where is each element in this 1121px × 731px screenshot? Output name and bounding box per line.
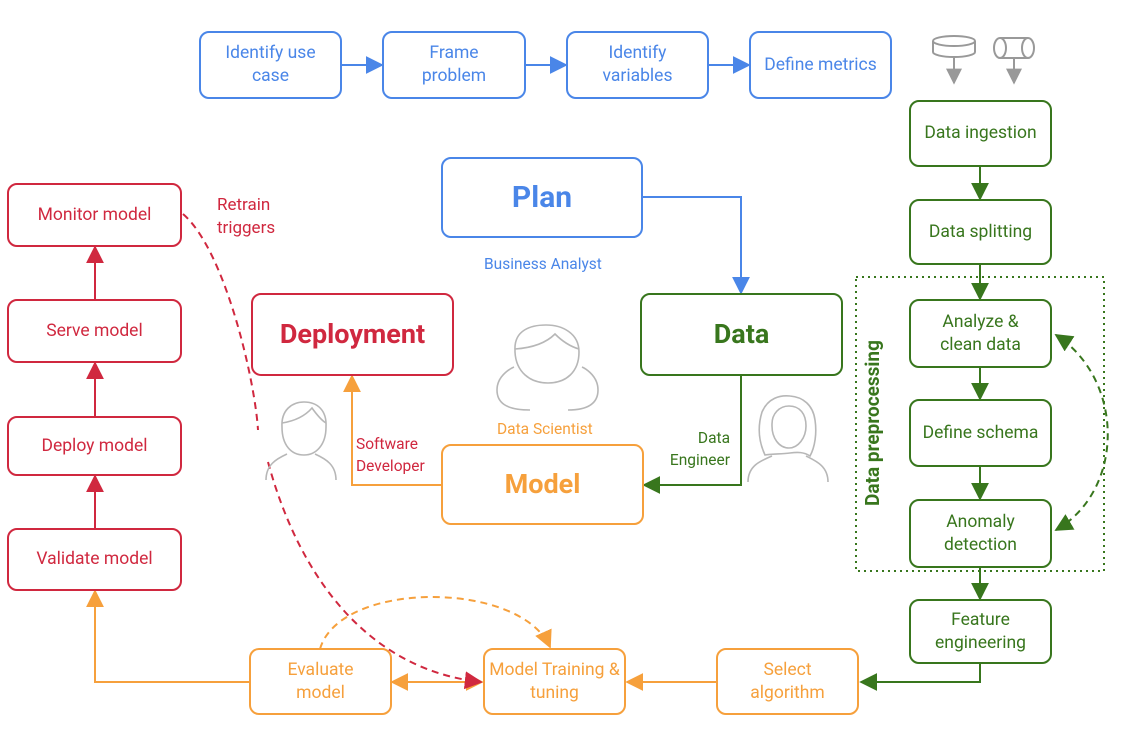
plan-step-frame-problem: Frame problem [382, 31, 526, 99]
hub-deployment-label: Deployment [279, 318, 426, 350]
data-step-label: Anomaly detection [944, 511, 1017, 555]
role-software-developer: Software Developer [356, 435, 425, 475]
data-step-analyze-clean: Analyze & clean data [909, 299, 1052, 368]
arrow-feature-select [859, 664, 981, 691]
hub-plan-label: Plan [511, 180, 573, 215]
person-icon [496, 324, 599, 411]
person-icon [265, 401, 337, 481]
arrow-evaluate-training-loop [319, 596, 552, 650]
deploy-step-label: Serve model [46, 320, 143, 341]
arrow-plan-to-data [643, 196, 750, 295]
pipe-icon [993, 37, 1035, 85]
role-business-analyst: Business Analyst [484, 255, 602, 273]
data-step-define-schema: Define schema [909, 399, 1052, 467]
hub-model-label: Model [504, 468, 581, 500]
hub-plan: Plan [441, 157, 643, 238]
model-step-training-tuning: Model Training & tuning [483, 648, 626, 715]
deploy-step-serve: Serve model [7, 299, 182, 363]
arrow-data-to-model [642, 376, 742, 494]
data-step-label: Data ingestion [924, 123, 1037, 143]
hub-data-label: Data [713, 318, 770, 350]
deploy-step-label: Deploy model [41, 435, 148, 456]
preprocessing-region [855, 276, 1105, 572]
plan-step-identify-variables: Identify variables [566, 31, 709, 99]
model-step-label: Select algorithm [750, 659, 825, 703]
data-step-anomaly-detection: Anomaly detection [909, 499, 1052, 568]
person-icon [747, 395, 829, 483]
data-step-label: Data splitting [928, 221, 1033, 242]
data-step-splitting: Data splitting [909, 199, 1052, 265]
role-data-scientist: Data Scientist [497, 420, 593, 438]
plan-step-define-metrics: Define metrics [749, 31, 892, 99]
deploy-step-label: Validate model [36, 549, 153, 569]
data-step-label: Feature engineering [935, 609, 1026, 653]
data-step-feature-engineering: Feature engineering [909, 599, 1052, 664]
role-data-engineer: Data Engineer [669, 429, 730, 469]
deploy-step-monitor: Monitor model [7, 183, 182, 247]
arrow-retrain-triggers [182, 213, 481, 682]
deploy-step-deploy: Deploy model [7, 416, 182, 476]
plan-step-identify-use-case: Identify use case [199, 31, 342, 99]
retrain-triggers-label: Retrain triggers [217, 195, 276, 238]
model-step-evaluate: Evaluate model [249, 648, 392, 715]
model-step-label: Evaluate model [287, 659, 354, 703]
data-step-label: Define schema [922, 422, 1039, 443]
deploy-step-validate: Validate model [7, 528, 182, 591]
arrow-model-to-deployment [343, 374, 441, 486]
model-step-label: Model Training & tuning [489, 659, 620, 703]
data-step-label: Analyze & clean data [940, 311, 1021, 355]
arrow-anomaly-loop [1054, 334, 1109, 531]
preprocessing-label: Data preprocessing [861, 340, 884, 506]
hub-data: Data [640, 293, 843, 376]
arrow-evaluate-validate [86, 589, 249, 683]
model-step-select-algorithm: Select algorithm [716, 648, 859, 715]
database-icon [932, 35, 976, 85]
deploy-step-label: Monitor model [37, 204, 152, 225]
plan-step-label: Define metrics [764, 54, 877, 75]
plan-step-label: Identify variables [602, 43, 673, 86]
hub-deployment: Deployment [251, 293, 454, 376]
data-step-ingestion: Data ingestion [909, 100, 1052, 167]
plan-step-label: Frame problem [421, 43, 487, 86]
hub-model: Model [441, 444, 644, 525]
plan-step-label: Identify use case [225, 43, 316, 86]
